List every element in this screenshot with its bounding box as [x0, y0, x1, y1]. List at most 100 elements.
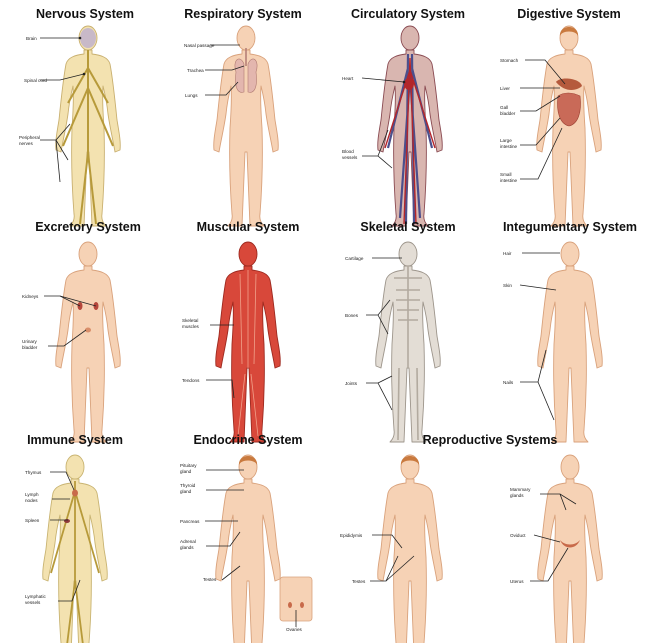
body-figure-excretory: [56, 242, 121, 442]
label-spinal-cord: Spinal cord: [24, 78, 47, 83]
body-outline: [538, 266, 603, 442]
label-lymph-nodes: nodes: [25, 498, 38, 503]
label-epididymis: Epididymis: [340, 533, 363, 538]
label-stomach: Stomach: [500, 58, 519, 63]
body-figure-circulatory: [378, 26, 443, 226]
head: [237, 26, 255, 50]
label-testes-endocrine: Testes: [203, 577, 217, 582]
body-outline: [216, 479, 281, 643]
title-nervous-system: Nervous System: [36, 7, 134, 21]
label-large: Large: [500, 138, 512, 143]
label-bladder: bladder: [500, 111, 516, 116]
label-kidneys: Kidneys: [22, 294, 39, 299]
label-lungs: Lungs: [185, 93, 198, 98]
title-muscular-system: Muscular System: [197, 220, 300, 234]
body-figure-female-reproductive: [538, 455, 603, 643]
body-figure-immune: [43, 455, 108, 643]
leader-line: [378, 383, 392, 410]
label-trachea: Trachea: [187, 68, 204, 73]
body-outline: [537, 50, 602, 226]
label-liver: Liver: [500, 86, 510, 91]
label-vessels: vessels: [342, 155, 358, 160]
ovary-left: [288, 602, 292, 608]
label-spleen: Spleen: [25, 518, 40, 523]
title-endocrine-system: Endocrine System: [193, 433, 302, 447]
head: [401, 26, 419, 50]
label-mammary-glands: glands: [510, 493, 524, 498]
body-figure-nervous: [56, 26, 121, 226]
leader-line: [538, 382, 554, 420]
label-bones: Bones: [345, 313, 359, 318]
leader-dot: [83, 73, 86, 76]
label-gall: Gall: [500, 105, 508, 110]
label-urinary-bladder: bladder: [22, 345, 38, 350]
label-mammary: Mammary: [510, 487, 531, 492]
label-lymphatic: Lymphatic: [25, 594, 46, 599]
label-muscles: muscles: [182, 324, 200, 329]
label-oviduct: Oviduct: [510, 533, 526, 538]
heart-shape: [404, 78, 414, 90]
leader-line: [378, 156, 392, 168]
body-figure-skeletal: [376, 242, 441, 442]
label-blood: Blood: [342, 149, 354, 154]
head: [79, 242, 97, 266]
head: [66, 455, 84, 479]
label-pituitary: Pituitary: [180, 463, 197, 468]
label-thyroid: Thyroid: [180, 483, 196, 488]
leader-dot: [79, 37, 82, 40]
body-outline: [378, 479, 443, 643]
head: [561, 455, 579, 479]
label-nerves: nerves: [19, 141, 33, 146]
head: [399, 242, 417, 266]
label-hair: Hair: [503, 251, 512, 256]
label-cartilage: Cartilage: [345, 256, 364, 261]
label-testes-reproductive: Testes: [352, 579, 366, 584]
label-urinary: Urinary: [22, 339, 38, 344]
title-circulatory-system: Circulatory System: [351, 7, 465, 21]
body-outline: [56, 266, 121, 442]
body-figure-endocrine: [216, 455, 281, 643]
label-adrenal-glands: glands: [180, 545, 194, 550]
label-skeletal: Skeletal: [182, 318, 198, 323]
label-uterus: Uterus: [510, 579, 524, 584]
label-small-intestine: intestine: [500, 178, 518, 183]
body-outline: [538, 479, 603, 643]
leader-dot: [403, 81, 406, 84]
thymus-shape: [72, 490, 78, 497]
leader-line: [366, 376, 392, 383]
body-figure-male-reproductive: [378, 455, 443, 643]
label-ovaries: Ovaries: [286, 627, 303, 632]
title-reproductive-systems: Reproductive Systems: [423, 433, 558, 447]
head: [561, 242, 579, 266]
label-peripheral: Peripheral: [19, 135, 40, 140]
leader-line: [206, 380, 234, 398]
figures-layer: [43, 26, 603, 643]
label-nasal-passage: Nasal passage: [184, 43, 215, 48]
title-excretory-system: Excretory System: [35, 220, 141, 234]
title-digestive-system: Digestive System: [517, 7, 621, 21]
label-pituitary-gland: gland: [180, 469, 192, 474]
ovary-right: [300, 602, 304, 608]
head: [239, 242, 257, 266]
overlay-layer: [40, 37, 582, 627]
label-small: Small: [500, 172, 512, 177]
label-heart: Heart: [342, 76, 354, 81]
body-outline: [214, 50, 279, 226]
label-adrenal: Adrenal: [180, 539, 196, 544]
body-figure-integumentary: [538, 242, 603, 442]
label-joints: Joints: [345, 381, 358, 386]
label-skin: Skin: [503, 283, 512, 288]
body-figure-muscular: [216, 242, 281, 442]
label-thymus: Thymus: [25, 470, 42, 475]
label-lymphatic-vessels: vessels: [25, 600, 41, 605]
title-skeletal-system: Skeletal System: [360, 220, 455, 234]
label-tendons: Tendons: [182, 378, 200, 383]
label-large-intestine: intestine: [500, 144, 518, 149]
label-nails: Nails: [503, 380, 514, 385]
title-respiratory-system: Respiratory System: [184, 7, 301, 21]
brain-shape: [80, 28, 96, 48]
label-thyroid-gland: gland: [180, 489, 192, 494]
title-immune-system: Immune System: [27, 433, 123, 447]
label-brain: Brain: [26, 36, 37, 41]
